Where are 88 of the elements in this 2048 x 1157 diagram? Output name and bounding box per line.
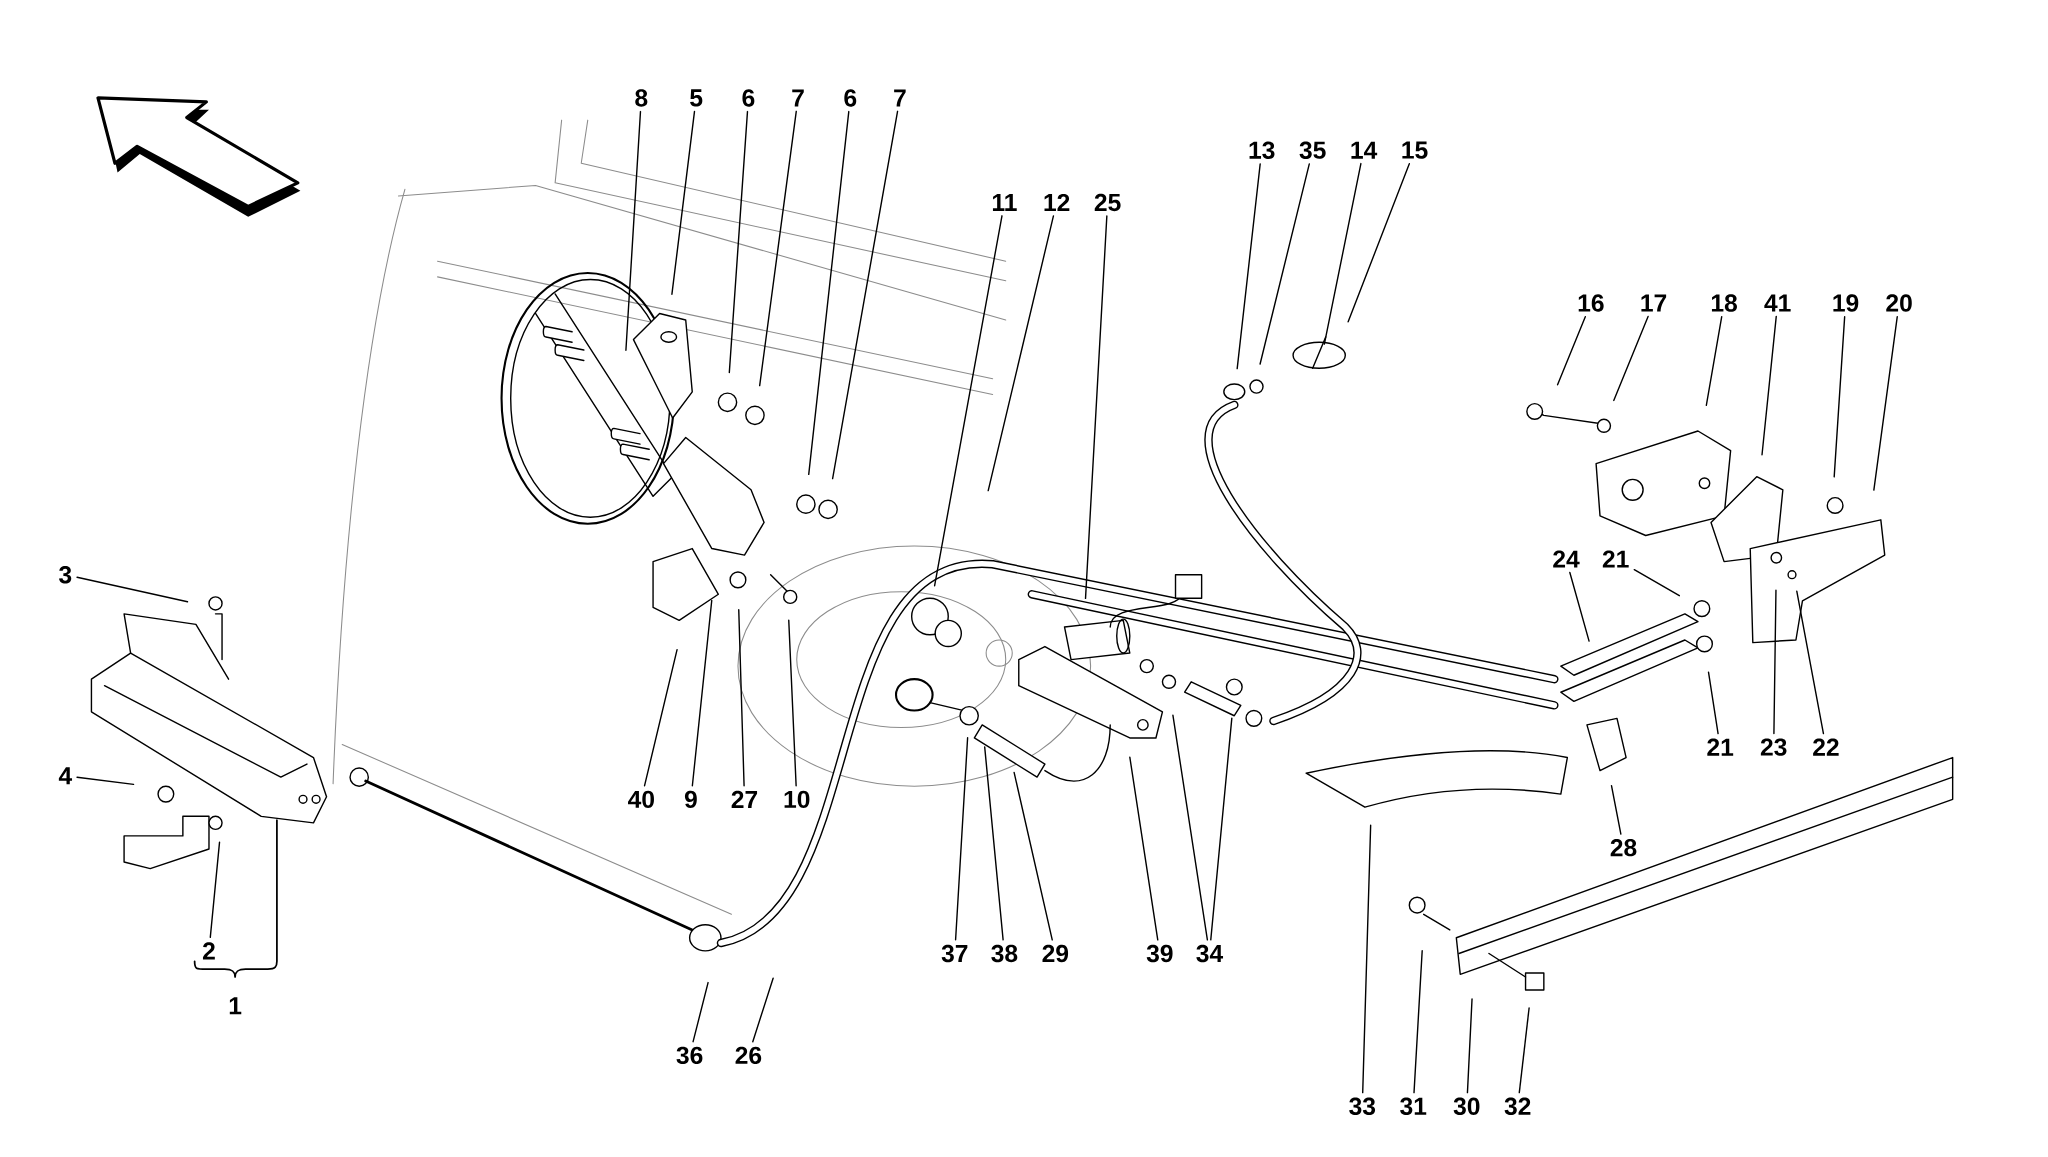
callout-number: 24 bbox=[1553, 550, 1580, 568]
callout-number: 27 bbox=[731, 790, 758, 808]
leader-line bbox=[758, 110, 797, 387]
callout-number: 39 bbox=[1146, 944, 1173, 963]
leader-line bbox=[1569, 571, 1590, 642]
callout-number: 9 bbox=[684, 790, 697, 808]
callout-number: 5 bbox=[690, 89, 703, 107]
leader-line bbox=[692, 981, 709, 1043]
callout-number: 41 bbox=[1764, 294, 1791, 312]
leader-line bbox=[1013, 771, 1053, 941]
callout-number: 37 bbox=[941, 944, 968, 963]
leader-line bbox=[1873, 315, 1898, 491]
callout-number: 14 bbox=[1351, 141, 1378, 159]
callout-number: 2 bbox=[202, 942, 215, 960]
callout-number: 11 bbox=[992, 193, 1017, 211]
leader-line bbox=[728, 110, 749, 374]
callout-number: 15 bbox=[1402, 141, 1428, 159]
leader-line bbox=[625, 110, 642, 351]
callout-number: 17 bbox=[1641, 294, 1667, 312]
callout-number: 38 bbox=[991, 944, 1018, 963]
leader-line bbox=[933, 215, 1003, 587]
callout-number: 21 bbox=[1707, 738, 1734, 756]
leader-line bbox=[1466, 998, 1473, 1094]
leader-line bbox=[1259, 163, 1310, 365]
leader-line bbox=[808, 110, 850, 475]
leader-line bbox=[1084, 215, 1108, 599]
leader-line bbox=[1129, 756, 1159, 941]
leader-line bbox=[643, 648, 678, 787]
callout-number: 32 bbox=[1504, 1097, 1531, 1115]
leader-line bbox=[1610, 784, 1622, 835]
leader-line bbox=[1210, 717, 1233, 941]
leader-line bbox=[1613, 315, 1649, 402]
leader-line bbox=[691, 599, 713, 787]
leader-line bbox=[1833, 315, 1846, 478]
leader-line bbox=[1633, 568, 1681, 597]
leader-line bbox=[1347, 162, 1411, 323]
leader-line bbox=[1362, 824, 1372, 1094]
callout-number: 1 bbox=[229, 997, 242, 1015]
leader-line bbox=[752, 977, 774, 1043]
leader-line bbox=[209, 841, 221, 938]
callout-number: 22 bbox=[1813, 738, 1839, 756]
callout-number: 28 bbox=[1610, 838, 1637, 857]
leader-line bbox=[1172, 714, 1209, 941]
callout-number: 30 bbox=[1453, 1097, 1480, 1115]
callout-number: 40 bbox=[628, 790, 654, 808]
leader-line bbox=[1705, 315, 1723, 406]
leader-line bbox=[76, 776, 135, 785]
callout-number: 26 bbox=[735, 1046, 762, 1064]
callout-number: 7 bbox=[894, 89, 906, 107]
callout-number: 34 bbox=[1196, 944, 1224, 963]
leader-line bbox=[1556, 315, 1586, 386]
callout-number: 20 bbox=[1886, 294, 1912, 312]
callout-number: 19 bbox=[1833, 294, 1859, 312]
leader-line bbox=[1236, 163, 1261, 370]
leader-line bbox=[738, 609, 745, 787]
callout-number: 16 bbox=[1578, 294, 1604, 312]
callout-number: 31 bbox=[1400, 1097, 1427, 1115]
callout-number: 18 bbox=[1711, 294, 1737, 312]
leader-line bbox=[1413, 949, 1423, 1094]
callout-number: 21 bbox=[1602, 550, 1629, 568]
leader-line bbox=[671, 110, 696, 295]
callout-number: 23 bbox=[1760, 738, 1787, 756]
leader-line bbox=[954, 737, 969, 941]
callout-number: 6 bbox=[844, 89, 857, 107]
callout-number: 3 bbox=[59, 565, 72, 584]
leader-line bbox=[1518, 1007, 1530, 1094]
callout-number: 12 bbox=[1044, 193, 1070, 211]
callout-number: 36 bbox=[676, 1046, 703, 1064]
leader-line bbox=[1323, 162, 1362, 345]
callout-number: 7 bbox=[792, 89, 804, 107]
callout-number: 35 bbox=[1299, 141, 1326, 159]
leader-line bbox=[983, 746, 1004, 941]
callout-number: 13 bbox=[1249, 141, 1275, 159]
callout-number: 4 bbox=[58, 767, 73, 785]
leader-line bbox=[76, 576, 189, 603]
leader-line bbox=[1707, 671, 1719, 735]
callout-number: 10 bbox=[784, 790, 810, 808]
leader-line bbox=[1773, 589, 1777, 735]
leader-line bbox=[788, 619, 797, 787]
callout-number: 6 bbox=[742, 89, 755, 107]
leader-line bbox=[1796, 590, 1825, 735]
callout-number: 8 bbox=[635, 89, 648, 107]
leader-line bbox=[1761, 315, 1777, 456]
callout-number: 29 bbox=[1042, 944, 1069, 963]
leader-line bbox=[987, 215, 1055, 492]
callout-number: 33 bbox=[1349, 1097, 1376, 1115]
callout-number: 25 bbox=[1094, 193, 1121, 212]
leader-line bbox=[831, 110, 899, 480]
